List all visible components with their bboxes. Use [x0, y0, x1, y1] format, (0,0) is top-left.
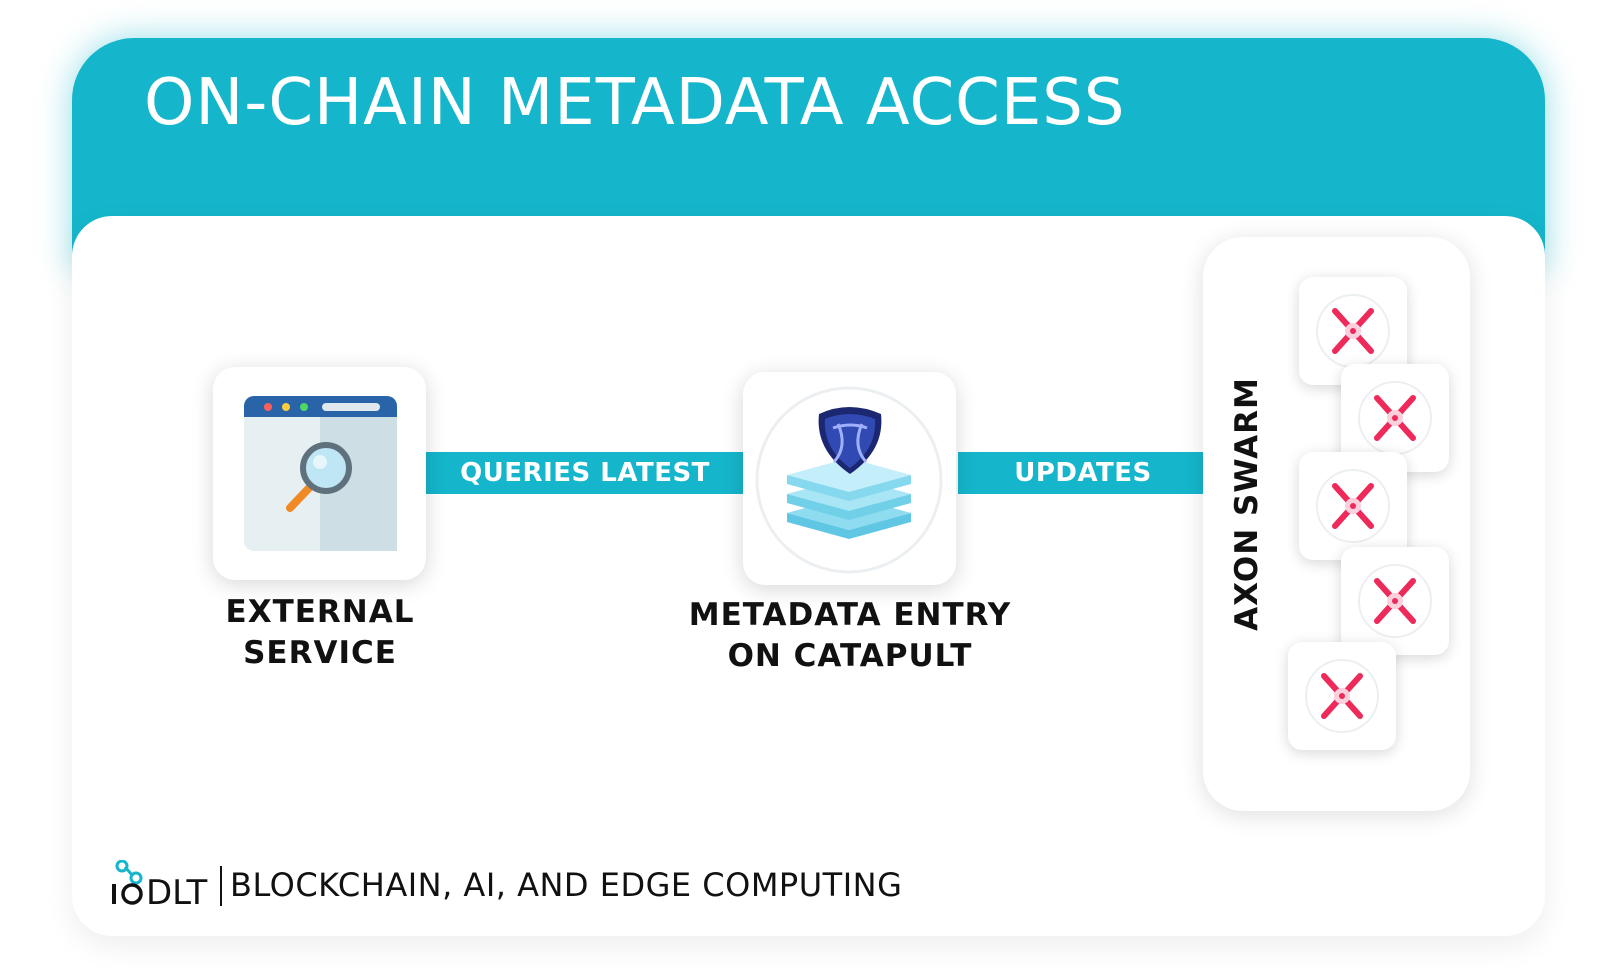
swarm-drone-3 — [1299, 452, 1407, 560]
iodlt-logo-mark: DLT — [112, 859, 207, 913]
axon-drone-icon — [1358, 564, 1432, 638]
browser-search-icon — [244, 396, 397, 551]
edge-label-queries-latest: QUERIES LATEST — [460, 458, 710, 488]
axon-swarm-label: AXON SWARM — [1229, 377, 1265, 631]
external-service-label: EXTERNAL SERVICE — [225, 594, 415, 671]
metadata-entry-tile — [743, 372, 956, 585]
iodlt-logo-text: DLT — [146, 873, 207, 908]
axon-drone-icon — [1305, 659, 1379, 733]
swarm-drone-4 — [1341, 547, 1449, 655]
axon-drone-icon — [1316, 469, 1390, 543]
edge-updates: UPDATES — [958, 452, 1208, 494]
axon-drone-icon — [1358, 381, 1432, 455]
edge-queries-latest: QUERIES LATEST — [420, 452, 750, 494]
swarm-drone-5 — [1288, 642, 1396, 750]
iodlt-logo: DLT — [108, 859, 216, 913]
external-service-tile — [213, 367, 426, 580]
edge-label-updates: UPDATES — [1014, 458, 1152, 488]
nem-layers-icon — [755, 386, 943, 574]
diagram-title: ON-CHAIN METADATA ACCESS — [144, 66, 1126, 140]
metadata-entry-label: METADATA ENTRY ON CATAPULT — [688, 597, 1012, 674]
axon-drone-icon — [1316, 294, 1390, 368]
footer-divider — [220, 866, 222, 906]
footer-tagline: BLOCKCHAIN, AI, AND EDGE COMPUTING — [230, 866, 903, 904]
